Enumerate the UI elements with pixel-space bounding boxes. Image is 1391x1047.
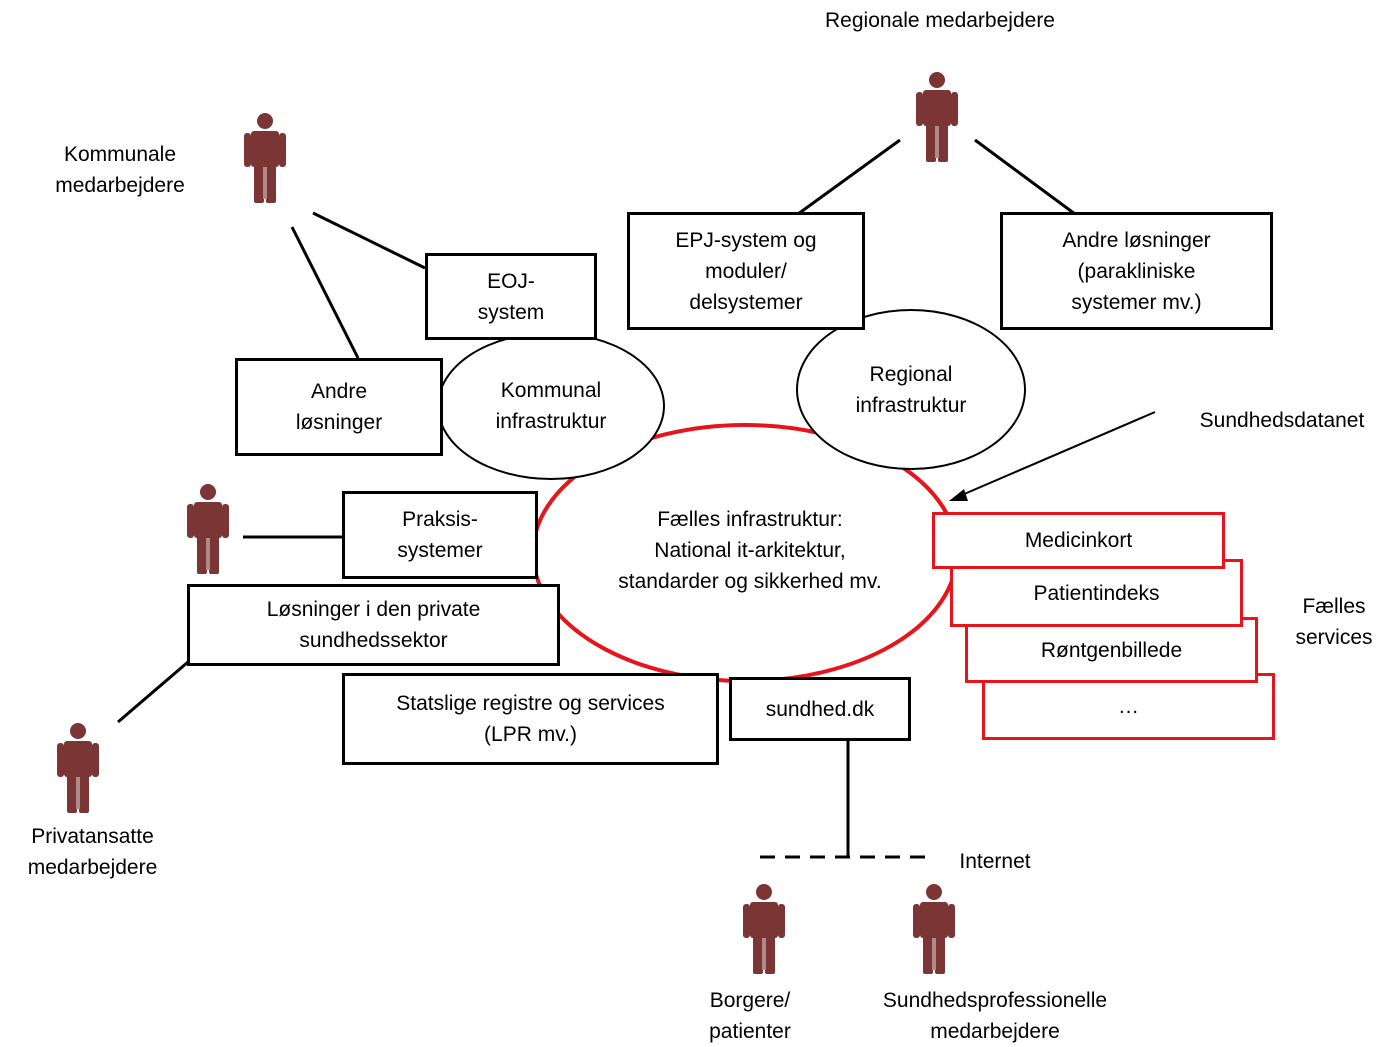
sundhedsdatanet-arrow xyxy=(954,411,1156,499)
municipal-other-line2: løsninger xyxy=(295,411,383,434)
line-regional-epj xyxy=(797,138,901,216)
municipal-staff-label: Kommunale medarbejdere xyxy=(20,139,220,201)
sundhedsdatanet-arrowhead xyxy=(949,489,968,501)
internet-label: Internet xyxy=(959,850,1031,873)
epj-line2: moduler/ xyxy=(705,259,787,283)
municipal-infra-line1: Kommunal xyxy=(500,379,602,402)
service-card-more: … xyxy=(982,673,1275,740)
service-card-medication: Medicinkort xyxy=(932,512,1225,569)
citizens-line2: patienter xyxy=(709,1020,791,1043)
private-solutions-line2: sundhedssektor xyxy=(299,629,448,652)
municipal-staff-line2: medarbejdere xyxy=(55,174,185,197)
sundhed-dk-label: sundhed.dk xyxy=(765,697,875,721)
epj-line3: delsystemer xyxy=(689,290,803,314)
health-professionals-label: Sundhedsprofessionelle medarbejdere xyxy=(860,985,1130,1047)
state-registers-line2: (LPR mv.) xyxy=(484,723,577,746)
sundhed-dk-box: sundhed.dk xyxy=(729,677,911,741)
municipal-infrastructure-ellipse: Kommunal infrastruktur xyxy=(437,332,665,480)
state-registers-box: Statslige registre og services (LPR mv.) xyxy=(342,673,719,765)
service-card-patient-index: Patientindeks xyxy=(950,559,1243,627)
regional-other-line2: (parakliniske xyxy=(1077,259,1196,283)
regional-other-solutions-box: Andre løsninger (parakliniske systemer m… xyxy=(1000,212,1273,330)
municipal-staff-line1: Kommunale xyxy=(63,143,177,166)
eoj-system-box: EOJ- system xyxy=(425,253,597,340)
health-professionals-line2: medarbejdere xyxy=(930,1020,1060,1043)
private-solutions-line1: Løsninger i den private xyxy=(266,598,481,621)
regional-infrastructure-ellipse: Regional infrastruktur xyxy=(796,309,1026,470)
common-services-line1: Fælles xyxy=(1302,595,1366,618)
municipal-other-solutions-box: Andre løsninger xyxy=(235,358,443,456)
line-municipal-andre xyxy=(290,226,360,359)
citizens-line1: Borgere/ xyxy=(709,989,791,1012)
central-line2: National it-arkitektur, xyxy=(654,539,846,562)
person-icon xyxy=(244,113,286,203)
regional-infra-line2: infrastruktur xyxy=(855,393,967,417)
person-icon xyxy=(57,723,99,813)
regional-other-line1: Andre løsninger xyxy=(1062,228,1211,252)
private-staff-line2: medarbejdere xyxy=(27,856,158,879)
health-professionals-line1: Sundhedsprofessionelle xyxy=(882,989,1108,1012)
common-services-label: Fælles services xyxy=(1274,591,1391,653)
service-card-xray: Røntgenbillede xyxy=(965,617,1258,683)
private-solutions-box: Løsninger i den private sundhedssektor xyxy=(187,584,560,666)
line-private-losninger xyxy=(117,660,189,724)
practice-systems-box: Praksis- systemer xyxy=(342,491,538,579)
citizens-label: Borgere/ patienter xyxy=(675,985,825,1047)
line-regional-andre xyxy=(974,138,1076,216)
regional-staff-label: Regionale medarbejdere xyxy=(825,9,1055,32)
central-line1: Fælles infrastruktur: xyxy=(657,508,843,531)
central-line3: standarder og sikkerhed mv. xyxy=(618,570,882,593)
service-label-medication: Medicinkort xyxy=(1024,529,1133,552)
eoj-line2: system xyxy=(477,300,545,324)
service-label-xray: Røntgenbillede xyxy=(1040,638,1183,662)
person-icon xyxy=(743,884,785,974)
service-label-more: … xyxy=(1118,695,1139,718)
regional-other-line3: systemer mv.) xyxy=(1071,290,1202,314)
line-municipal-eoj xyxy=(312,211,426,270)
eoj-line1: EOJ- xyxy=(487,269,535,293)
practice-line2: systemer xyxy=(397,539,483,562)
sundhedsdatanet-label: Sundhedsdatanet xyxy=(1199,409,1365,432)
private-staff-line1: Privatansatte xyxy=(31,825,154,848)
person-icon xyxy=(916,72,958,162)
central-infrastructure-text: Fælles infrastruktur: National it-arkite… xyxy=(585,504,915,597)
common-services-line2: services xyxy=(1295,626,1373,649)
person-icon xyxy=(187,484,229,574)
state-registers-line1: Statslige registre og services xyxy=(396,692,665,715)
epj-system-box: EPJ-system og moduler/ delsystemer xyxy=(627,212,865,330)
regional-infra-line1: Regional xyxy=(869,362,953,386)
service-label-patient-index: Patientindeks xyxy=(1033,581,1160,605)
connector-lines xyxy=(117,138,1076,859)
private-staff-label: Privatansatte medarbejdere xyxy=(0,821,185,883)
practice-line1: Praksis- xyxy=(402,508,478,531)
municipal-other-line1: Andre xyxy=(310,380,368,403)
municipal-infra-line2: infrastruktur xyxy=(495,410,607,433)
epj-line1: EPJ-system og xyxy=(675,228,817,252)
person-icon xyxy=(913,884,955,974)
